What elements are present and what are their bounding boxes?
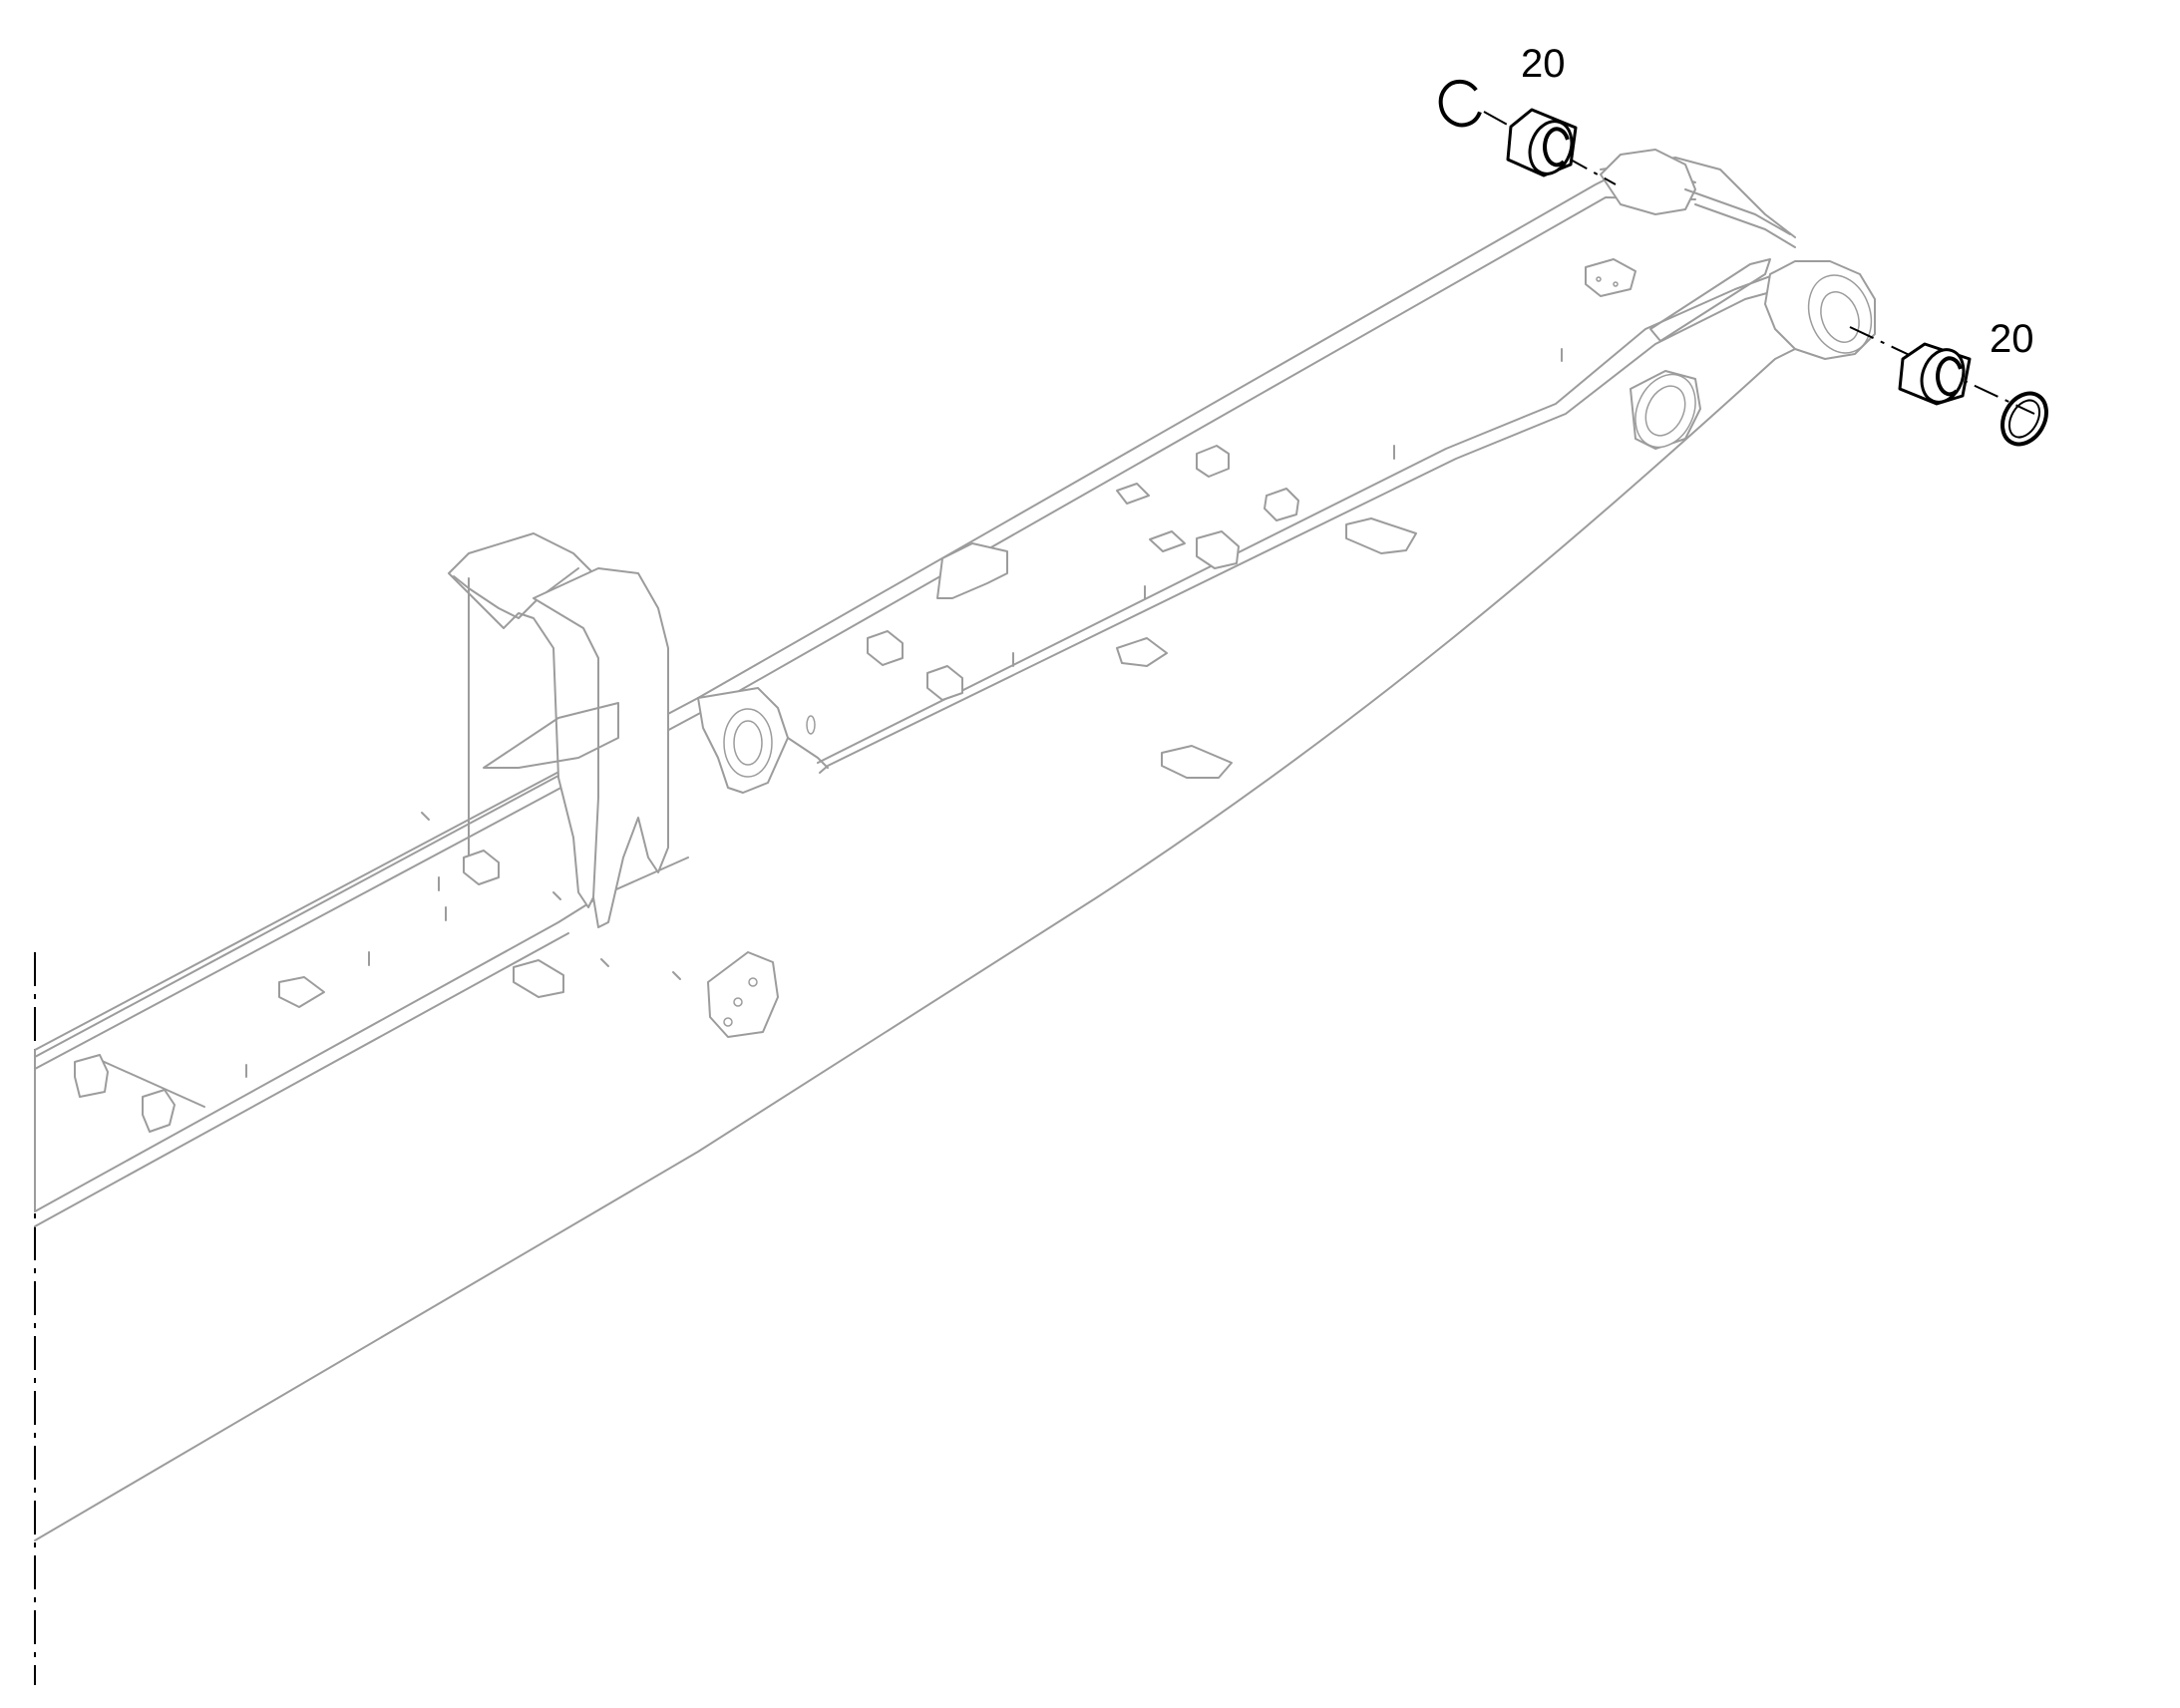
plate-1-hole-a xyxy=(1596,276,1602,282)
boss-hole-inner xyxy=(733,720,763,766)
middle-boss xyxy=(697,687,829,794)
callout-label-lower: 20 xyxy=(1990,317,2034,361)
pad-9 xyxy=(463,850,500,885)
snap-ring-upper-shape xyxy=(1438,79,1482,128)
gusset-hole-b xyxy=(748,977,758,987)
pad-8 xyxy=(1116,637,1168,667)
side-boss xyxy=(1630,370,1701,450)
plate-2 xyxy=(1345,517,1417,554)
exploded-group-upper xyxy=(1438,79,1617,185)
plate-1-hole-b xyxy=(1613,281,1619,287)
pad-3 xyxy=(1264,488,1299,521)
gusset-plate xyxy=(707,951,779,1038)
pad-1 xyxy=(1196,445,1230,478)
boss-small-hole xyxy=(806,715,816,735)
boom-head xyxy=(1600,149,1876,360)
exploded-group-lower xyxy=(1849,326,2048,447)
snap-ring-upper xyxy=(1438,79,1482,128)
bracket-outer xyxy=(448,532,609,908)
attachment-parts xyxy=(74,258,1636,1133)
boom-bottom-edge xyxy=(34,343,1806,1541)
top-clip xyxy=(936,542,1008,599)
head-link-bottom xyxy=(1694,203,1796,248)
bushing-upper-face xyxy=(1528,120,1574,175)
gusset-hole-c xyxy=(723,1017,733,1027)
seal-ring-lower-inner xyxy=(2007,399,2041,439)
pad-5 xyxy=(1196,530,1240,569)
plate-3 xyxy=(1161,745,1233,779)
seal-ring-lower xyxy=(2000,391,2048,447)
bolt-11 xyxy=(672,971,681,980)
cylinder-bracket xyxy=(448,532,669,928)
bolt-10 xyxy=(600,958,609,967)
plate-1 xyxy=(1585,258,1636,297)
pad-10 xyxy=(278,976,325,1008)
bushing-lower-bore xyxy=(1936,356,1963,397)
gusset-hole-a xyxy=(733,997,743,1007)
boom-side-cross-1 xyxy=(99,1059,205,1108)
bushing-lower-face xyxy=(1920,348,1966,404)
pad-11 xyxy=(513,959,564,998)
head-diagonal-rod xyxy=(1649,258,1771,342)
side-boss-hole-inner xyxy=(1644,385,1686,437)
bushing-lower xyxy=(1898,342,1972,406)
bushing-upper xyxy=(1506,108,1578,177)
boom-lower-flange-right xyxy=(817,266,1796,764)
boss-flange-link xyxy=(787,737,829,769)
pad-4 xyxy=(1149,530,1186,552)
boom-body xyxy=(34,157,1806,1541)
pad-7 xyxy=(926,665,963,701)
bushing-upper-bore xyxy=(1543,127,1570,168)
head-boss-left xyxy=(1600,149,1696,215)
seal-ring-lower-outer xyxy=(2000,391,2048,447)
pad-6 xyxy=(867,630,904,666)
callout-label-upper: 20 xyxy=(1521,42,1566,86)
boom-lower-flange-left-inner xyxy=(34,932,569,1227)
head-boss-hole-inner xyxy=(1820,291,1860,343)
boom-lower-flange-left xyxy=(34,856,689,1212)
pad-13 xyxy=(142,1089,176,1133)
pad-2 xyxy=(1116,483,1150,505)
bolt-5 xyxy=(421,812,430,821)
bracket-cross-member xyxy=(483,702,619,769)
head-link-top xyxy=(1684,188,1791,235)
bracket-right-leg xyxy=(533,567,669,928)
pad-12 xyxy=(74,1054,109,1098)
boom-lower-flange-right-inner xyxy=(819,283,1801,774)
upper-axis-line xyxy=(1483,111,1617,185)
bolt-8 xyxy=(552,891,561,900)
